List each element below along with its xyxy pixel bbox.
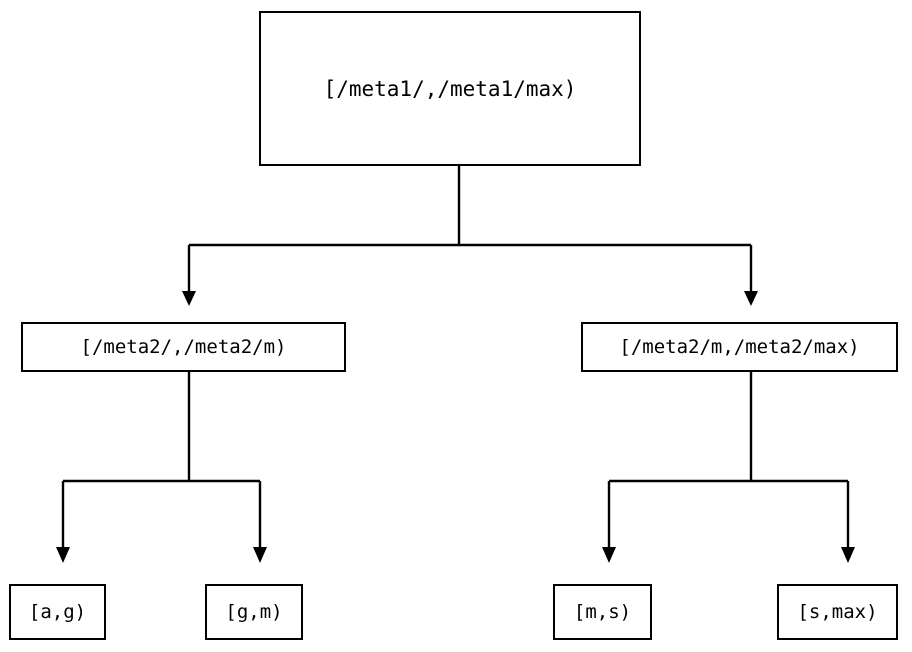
node-leaf-m-s[interactable]: [m,s) [553,584,652,640]
node-root[interactable]: [/meta1/,/meta1/max) [259,11,641,166]
node-leaf-a-g[interactable]: [a,g) [9,584,106,640]
arrow-head-leaf-smax [841,547,855,563]
arrow-head-leaf-gm [253,547,267,563]
arrow-head-leaf-ag [56,547,70,563]
node-mid-right[interactable]: [/meta2/m,/meta2/max) [581,322,898,372]
arrow-head-mid-right [744,291,758,306]
node-mid-left[interactable]: [/meta2/,/meta2/m) [21,322,346,372]
arrow-head-leaf-ms [602,547,616,563]
node-leaf-s-max[interactable]: [s,max) [777,584,898,640]
node-leaf-g-m[interactable]: [g,m) [205,584,303,640]
arrow-head-mid-left [182,291,196,306]
